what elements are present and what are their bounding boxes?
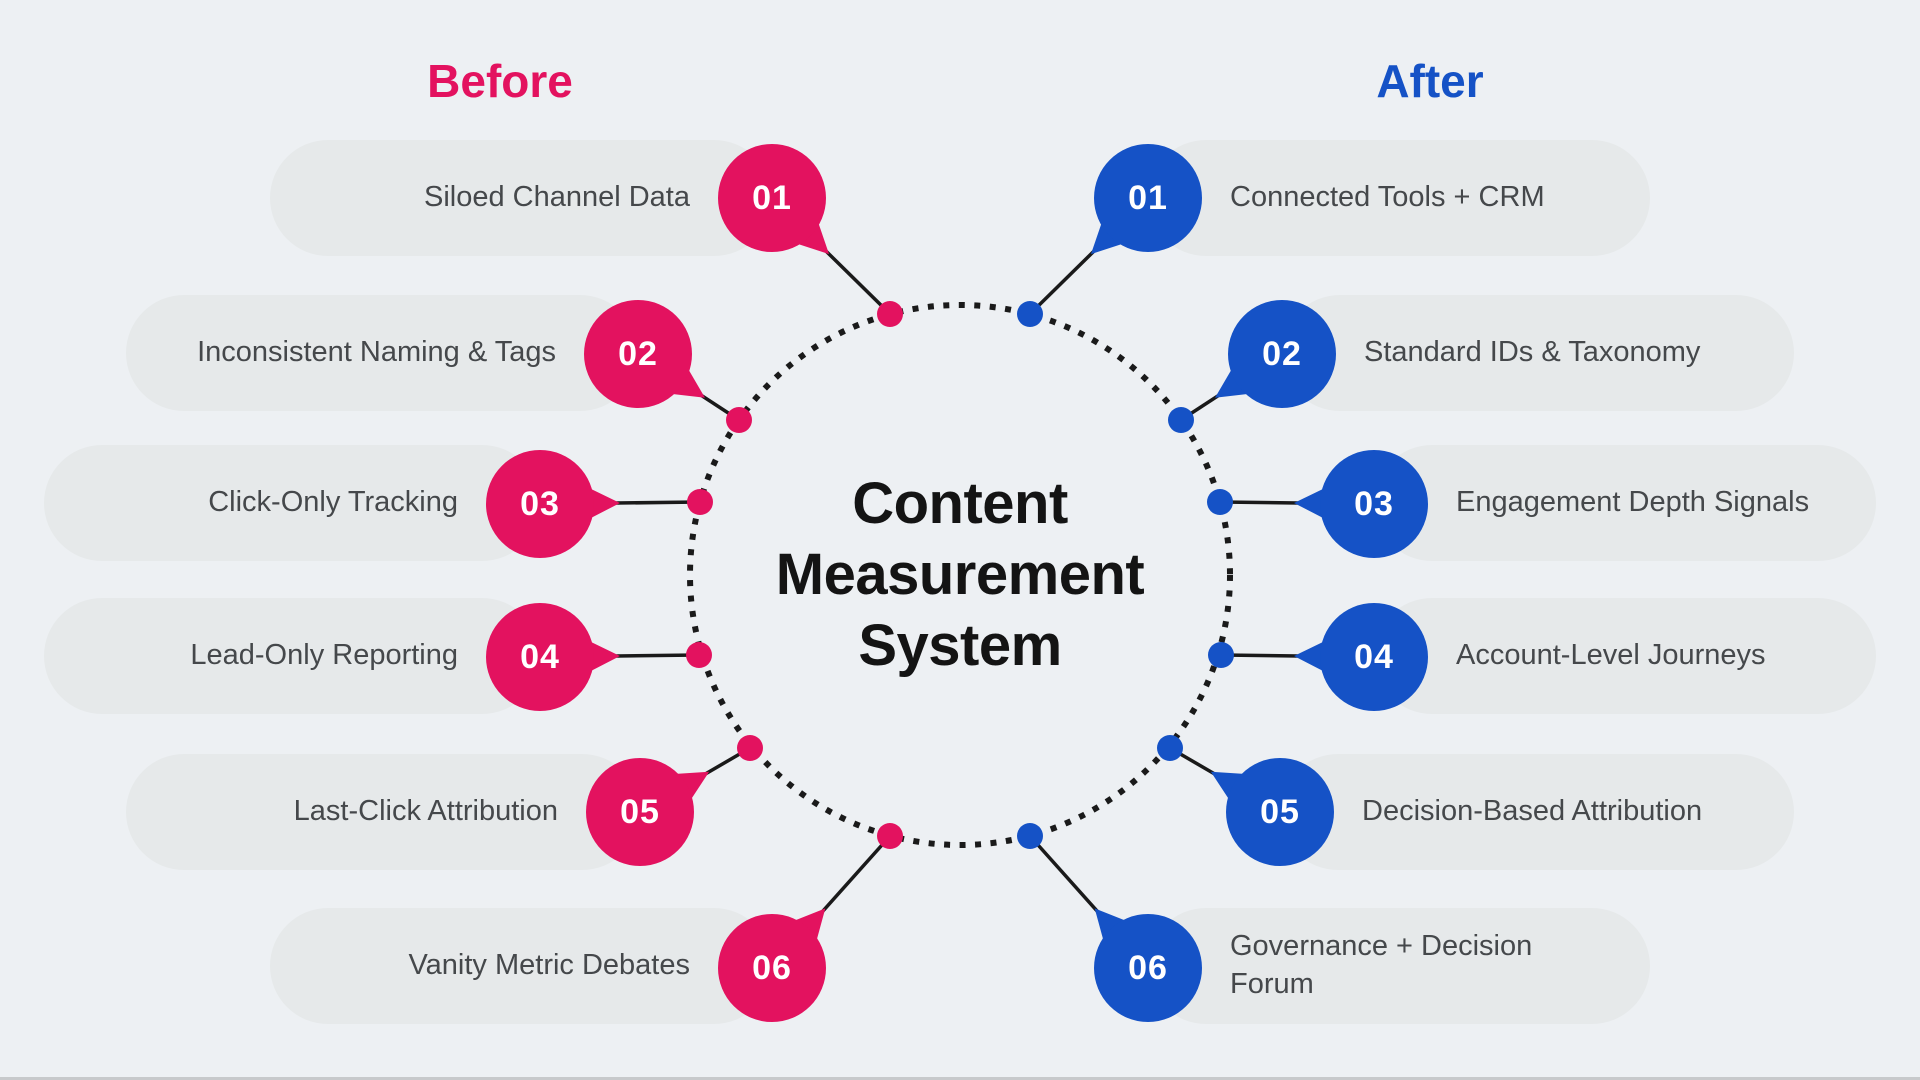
circle-node-dot bbox=[877, 823, 903, 849]
center-title-line: System bbox=[858, 612, 1062, 678]
item-number: 05 bbox=[1260, 792, 1300, 831]
item-pill bbox=[1282, 295, 1794, 411]
item-label: Last-Click Attribution bbox=[293, 795, 558, 828]
item-number-badge: 05 bbox=[1226, 758, 1334, 866]
item-number: 02 bbox=[618, 334, 658, 373]
circle-node-dot bbox=[1207, 489, 1233, 515]
item-number: 05 bbox=[620, 792, 660, 831]
item-label: Vanity Metric Debates bbox=[408, 949, 690, 982]
item-label: Account-Level Journeys bbox=[1456, 639, 1766, 672]
item-pill bbox=[270, 908, 772, 1024]
item-label: Click-Only Tracking bbox=[208, 486, 458, 519]
item-label: Decision-Based Attribution bbox=[1362, 795, 1703, 828]
circle-node-dot bbox=[1208, 642, 1234, 668]
circle-node-dot bbox=[1168, 407, 1194, 433]
item-number-badge: 03 bbox=[1320, 450, 1428, 558]
item-label: Standard IDs & Taxonomy bbox=[1364, 336, 1701, 369]
circle-node-dot bbox=[686, 642, 712, 668]
after-title: After bbox=[1376, 55, 1484, 107]
circle-node-dot bbox=[1017, 823, 1043, 849]
item-number-badge: 03 bbox=[486, 450, 594, 558]
item-number-badge: 02 bbox=[584, 300, 692, 408]
circle-node-dot bbox=[877, 301, 903, 327]
item-number: 01 bbox=[1128, 178, 1168, 217]
circle-node-dot bbox=[687, 489, 713, 515]
center-title-line: Content bbox=[852, 471, 1068, 536]
item-number-badge: 04 bbox=[486, 603, 594, 711]
item-number-badge: 02 bbox=[1228, 300, 1336, 408]
item-label: Governance + Decision Forum bbox=[1230, 930, 1533, 1000]
item-label: Connected Tools + CRM bbox=[1230, 181, 1545, 214]
item-pill bbox=[1280, 754, 1794, 870]
item-label: Inconsistent Naming & Tags bbox=[197, 336, 556, 369]
item-number: 02 bbox=[1262, 334, 1302, 373]
item-number: 04 bbox=[520, 637, 560, 676]
item-pill bbox=[1374, 445, 1876, 561]
item-number-badge: 04 bbox=[1320, 603, 1428, 711]
dotted-center-circle bbox=[687, 302, 1233, 848]
center-title: Content Measurement System bbox=[660, 469, 1260, 681]
item-number: 06 bbox=[752, 948, 792, 987]
item-number: 04 bbox=[1354, 637, 1394, 676]
item-pill bbox=[44, 445, 540, 561]
bottom-border bbox=[0, 1077, 1920, 1080]
item-label: Siloed Channel Data bbox=[423, 181, 690, 214]
circle-node-dot bbox=[737, 735, 763, 761]
item-pill bbox=[1148, 140, 1650, 256]
item-number: 01 bbox=[752, 178, 792, 217]
item-pill bbox=[1374, 598, 1876, 714]
item-number-badge: 06 bbox=[1094, 914, 1202, 1022]
item-number-badge: 01 bbox=[718, 144, 826, 252]
item-label: Engagement Depth Signals bbox=[1456, 486, 1810, 519]
circle-node-dot bbox=[726, 407, 752, 433]
item-number-badge: 06 bbox=[718, 914, 826, 1022]
circle-node-dot bbox=[1017, 301, 1043, 327]
item-pill bbox=[44, 598, 540, 714]
item-pill bbox=[1148, 908, 1650, 1024]
item-pill bbox=[270, 140, 772, 256]
item-number: 03 bbox=[520, 484, 560, 523]
item-pill bbox=[126, 295, 638, 411]
circle-node-dot bbox=[1157, 735, 1183, 761]
item-pill bbox=[126, 754, 640, 870]
item-number-badge: 05 bbox=[586, 758, 694, 866]
item-number: 03 bbox=[1354, 484, 1394, 523]
item-label: Lead-Only Reporting bbox=[190, 639, 458, 672]
before-title: Before bbox=[427, 55, 573, 107]
center-title-line: Measurement bbox=[775, 541, 1145, 607]
item-number-badge: 01 bbox=[1094, 144, 1202, 252]
item-number: 06 bbox=[1128, 948, 1168, 987]
